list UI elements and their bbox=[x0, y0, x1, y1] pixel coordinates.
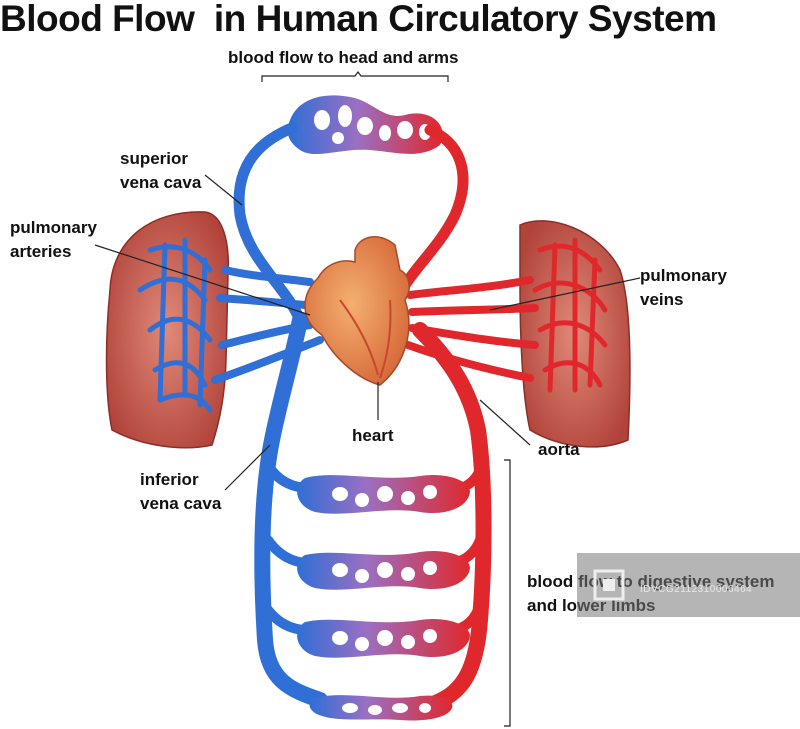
label-superior-line1: superior bbox=[120, 149, 189, 168]
page-title: Blood Flow in Human Circulatory System bbox=[0, 0, 717, 39]
label-superior-line2: vena cava bbox=[120, 173, 202, 192]
label-aorta: aorta bbox=[538, 440, 580, 459]
digestive-capillary-bed-4 bbox=[309, 695, 453, 721]
digestive-capillary-bed-2 bbox=[297, 550, 470, 590]
pulmonary-veins-network bbox=[532, 237, 608, 393]
heart-icon bbox=[304, 236, 410, 386]
label-inferior-line2: vena cava bbox=[140, 494, 222, 513]
digestive-capillary-bed-3 bbox=[297, 618, 470, 658]
pulmonary-arteries-network bbox=[137, 237, 213, 413]
label-heart: heart bbox=[352, 426, 394, 445]
watermark-text: IDVCG2112310006464 bbox=[640, 584, 753, 595]
head-arms-capillary-bed bbox=[287, 95, 443, 155]
aorta-vessels bbox=[399, 124, 539, 713]
label-pulmonary-arteries-line1: pulmonary bbox=[10, 218, 97, 237]
label-inferior-line1: inferior bbox=[140, 470, 199, 489]
label-pulmonary-arteries-line2: arteries bbox=[10, 242, 72, 261]
label-pulmonary-veins-line2: veins bbox=[640, 290, 684, 309]
annotation-lines bbox=[94, 71, 641, 727]
label-pulmonary-veins-line1: pulmonary bbox=[640, 266, 727, 285]
vena-cava-vessels bbox=[211, 122, 328, 708]
watermark-logo-icon bbox=[593, 569, 625, 601]
left-lung bbox=[105, 211, 230, 449]
label-head-arms: blood flow to head and arms bbox=[228, 48, 459, 67]
digestive-capillary-bed-1 bbox=[297, 474, 470, 514]
